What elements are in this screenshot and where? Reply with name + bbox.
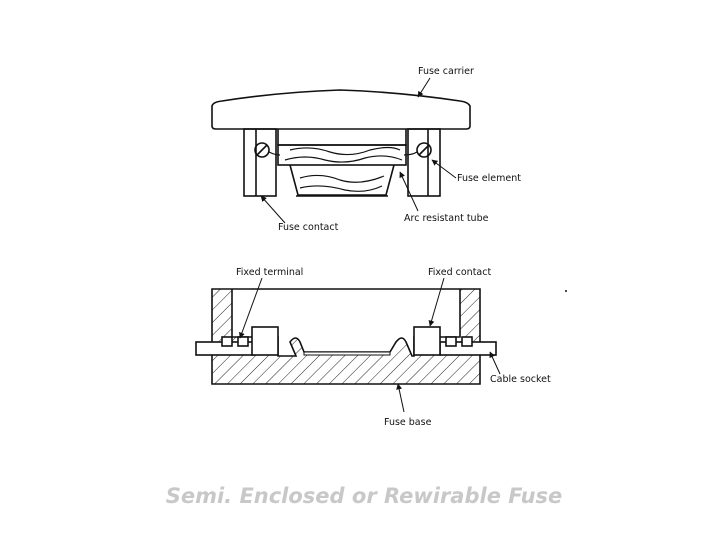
fuse-contact-right	[407, 128, 441, 197]
label-fixed-contact: Fixed contact	[428, 267, 491, 278]
fixed-contact-left	[251, 326, 279, 356]
scan-dot	[565, 290, 567, 292]
fuse-base-assembly	[195, 288, 497, 385]
label-arc-resistant-tube: Arc resistant tube	[404, 213, 489, 224]
bottom-leaders	[239, 277, 501, 413]
label-fuse-base: Fuse base	[384, 417, 432, 428]
top-leaders	[260, 77, 457, 224]
diagram-caption: Semi. Enclosed or Rewirable Fuse	[165, 484, 563, 508]
label-cable-socket: Cable socket	[490, 374, 551, 385]
fuse-carrier-assembly	[211, 89, 471, 197]
label-fixed-terminal: Fixed terminal	[236, 267, 303, 278]
screw-left	[254, 142, 270, 158]
fixed-contact-right	[413, 326, 441, 356]
screw-right	[416, 142, 432, 158]
arc-resistant-tube	[289, 164, 395, 196]
fuse-carrier-body	[211, 89, 471, 130]
label-fuse-element: Fuse element	[457, 173, 521, 184]
label-fuse-contact: Fuse contact	[278, 222, 339, 233]
fuse-contact-left	[243, 128, 277, 197]
carrier-plug	[277, 129, 407, 146]
label-fuse-carrier: Fuse carrier	[418, 66, 474, 77]
